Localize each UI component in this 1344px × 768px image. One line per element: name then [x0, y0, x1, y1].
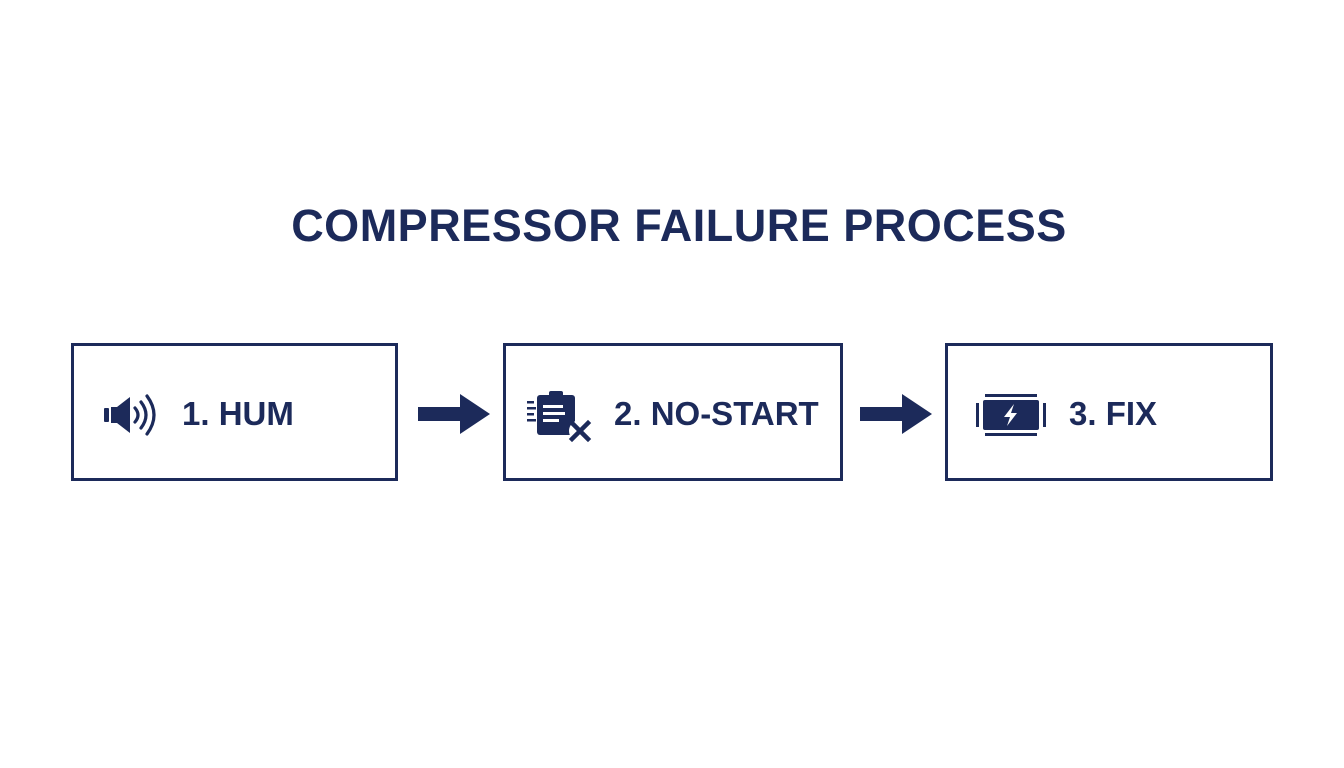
arrow-right-icon	[858, 390, 934, 438]
arrow-right-icon	[416, 390, 492, 438]
clipboard-x-icon	[524, 391, 592, 443]
battery-bolt-icon	[973, 391, 1046, 439]
step-label: 3. FIX	[1069, 395, 1158, 432]
speaker-sound-icon	[101, 391, 167, 439]
step-no-start-box: 2. NO-START	[503, 343, 843, 481]
step-label: 2. NO-START	[614, 395, 819, 432]
step-hum-box: 1. HUM	[71, 343, 398, 481]
diagram-title: COMPRESSOR FAILURE PROCESS	[291, 200, 1067, 251]
step-label: 1. HUM	[182, 395, 294, 432]
step-fix-box: 3. FIX	[945, 343, 1273, 481]
